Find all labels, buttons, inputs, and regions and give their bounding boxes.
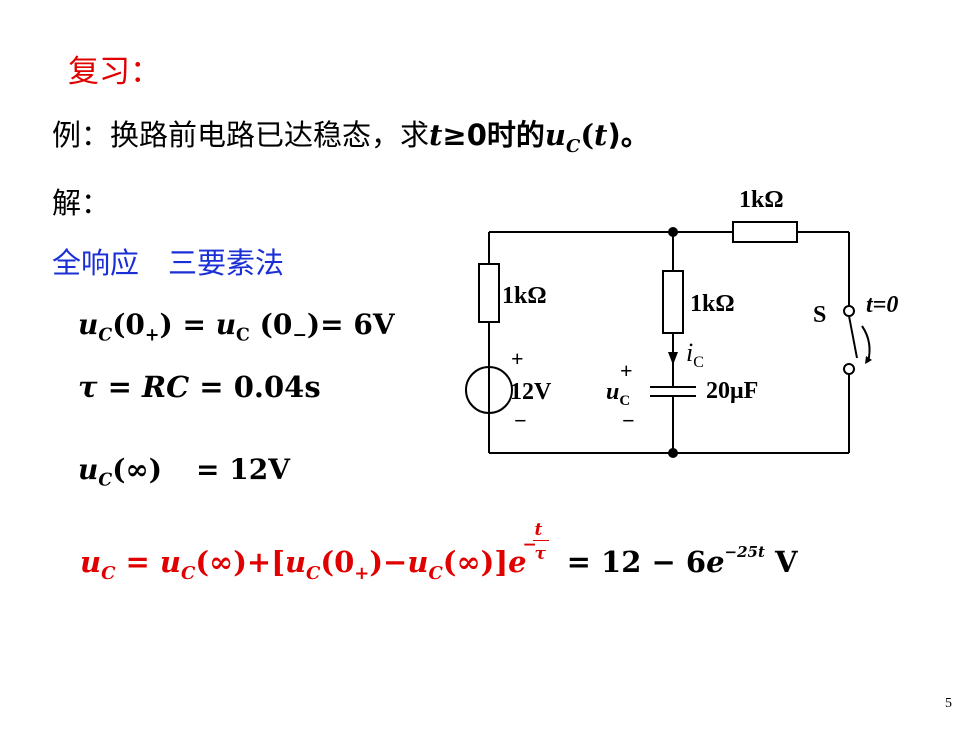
eq1-u2: u bbox=[215, 308, 237, 341]
eq2-rc: RC bbox=[142, 370, 190, 404]
final-u1: u bbox=[159, 545, 181, 579]
final-eq: = bbox=[115, 545, 160, 579]
problem-statement: 例：换路前电路已达稳态，求t≥0时的uC(t)。 bbox=[52, 112, 650, 157]
label-uc-u: u bbox=[606, 379, 620, 405]
node-bottom bbox=[668, 448, 678, 458]
final-s1: C bbox=[181, 562, 196, 584]
final-exponent: t − τ bbox=[523, 520, 557, 572]
problem-targ: t bbox=[594, 118, 608, 152]
review-heading: 复习： bbox=[68, 54, 161, 90]
final-e2: e bbox=[706, 545, 725, 579]
final-e: e bbox=[508, 545, 527, 579]
label-r-top: 1kΩ bbox=[739, 187, 784, 213]
switch-terminal-bottom bbox=[843, 363, 855, 375]
final-exp-num: t bbox=[534, 520, 543, 540]
label-r-mid: 1kΩ bbox=[690, 291, 735, 317]
switch-arrowhead bbox=[865, 356, 872, 364]
label-uc: uC bbox=[606, 379, 630, 410]
label-source-voltage: 12V bbox=[510, 379, 552, 405]
problem-close: )。 bbox=[607, 118, 650, 152]
current-arrow bbox=[668, 352, 678, 365]
problem-paren: ( bbox=[580, 118, 595, 152]
equation-final-value: uC(∞) = 12V bbox=[78, 453, 290, 491]
final-arg2: (0 bbox=[320, 545, 355, 579]
final-u3: u bbox=[407, 545, 429, 579]
label-switch-time-text: t=0 bbox=[866, 292, 899, 318]
label-capacitance: 20μF bbox=[706, 378, 759, 404]
eq1-a1: (0 bbox=[112, 308, 145, 341]
final-lhs-u: u bbox=[80, 545, 102, 579]
final-arg3: (∞)] bbox=[442, 545, 509, 579]
eq1-u1: u bbox=[78, 308, 99, 341]
node-top bbox=[668, 227, 678, 237]
eq1-s1: C bbox=[98, 325, 113, 346]
final-s2: C bbox=[306, 562, 321, 584]
solution-label: 解： bbox=[52, 186, 111, 220]
switch-blade bbox=[848, 315, 858, 359]
problem-u: u bbox=[544, 118, 566, 152]
eq3-s: C bbox=[98, 470, 113, 491]
problem-condition: ≥0时的 bbox=[442, 118, 545, 152]
final-unit: V bbox=[764, 545, 798, 579]
problem-prefix: 例：换路前电路已达稳态，求 bbox=[52, 118, 430, 152]
eq3-u: u bbox=[78, 453, 99, 486]
final-exp-den: τ bbox=[534, 544, 546, 564]
label-source-plus: + bbox=[511, 346, 524, 371]
problem-t: t bbox=[429, 118, 443, 152]
label-source-minus: − bbox=[514, 408, 527, 433]
label-switch: S bbox=[813, 302, 827, 328]
final-rhs: = 12 − 6 bbox=[566, 545, 707, 579]
page-number: 5 bbox=[945, 696, 952, 711]
eq1-p2: − bbox=[292, 325, 307, 346]
final-lhs-s: C bbox=[101, 562, 116, 584]
eq1-a2: (0 bbox=[249, 308, 293, 341]
eq1-p1: + bbox=[144, 325, 160, 346]
eq3-val: = 12V bbox=[196, 453, 290, 486]
resistor-mid bbox=[662, 270, 684, 334]
eq1-eq: = bbox=[172, 308, 216, 341]
equation-initial-value: uC(0+) = uC (0−)= 6V bbox=[78, 308, 395, 346]
label-ic: iC bbox=[686, 338, 704, 372]
resistor-left bbox=[478, 263, 500, 323]
eq1-c1: ) bbox=[159, 308, 173, 341]
final-c2: )− bbox=[369, 545, 408, 579]
switch-arrow bbox=[861, 325, 871, 363]
label-switch-time: t=0 bbox=[866, 292, 898, 319]
switch-terminal-top bbox=[843, 305, 855, 317]
equation-time-constant: τ = RC = 0.04s bbox=[78, 370, 321, 404]
final-exp-bar bbox=[532, 540, 549, 541]
label-ic-s: C bbox=[693, 354, 704, 372]
equation-full-response: uC = uC(∞)+[uC(0+)−uC(∞)]e t − τ = 12 − … bbox=[80, 520, 798, 584]
final-u2: u bbox=[284, 545, 307, 579]
final-arg1: (∞)+[ bbox=[195, 545, 285, 579]
eq2-tau: τ bbox=[78, 370, 98, 404]
eq2-eq: = bbox=[97, 370, 143, 404]
label-cap-minus: − bbox=[622, 408, 635, 433]
label-cap-plus: + bbox=[620, 358, 633, 383]
problem-u-sub: C bbox=[566, 135, 581, 157]
final-p2: + bbox=[354, 562, 370, 584]
label-r-left: 1kΩ bbox=[502, 283, 547, 309]
eq2-val: = 0.04s bbox=[189, 370, 321, 404]
resistor-top bbox=[732, 221, 798, 243]
eq3-arg: (∞) bbox=[112, 453, 163, 486]
label-ic-i: i bbox=[686, 338, 694, 367]
eq1-c2: )= 6V bbox=[306, 308, 395, 341]
method-label: 全响应 三要素法 bbox=[52, 246, 285, 280]
label-uc-s: C bbox=[619, 392, 631, 409]
final-exp2: −25t bbox=[724, 543, 765, 562]
final-s3: C bbox=[428, 562, 443, 584]
eq1-s2: C bbox=[236, 325, 250, 346]
